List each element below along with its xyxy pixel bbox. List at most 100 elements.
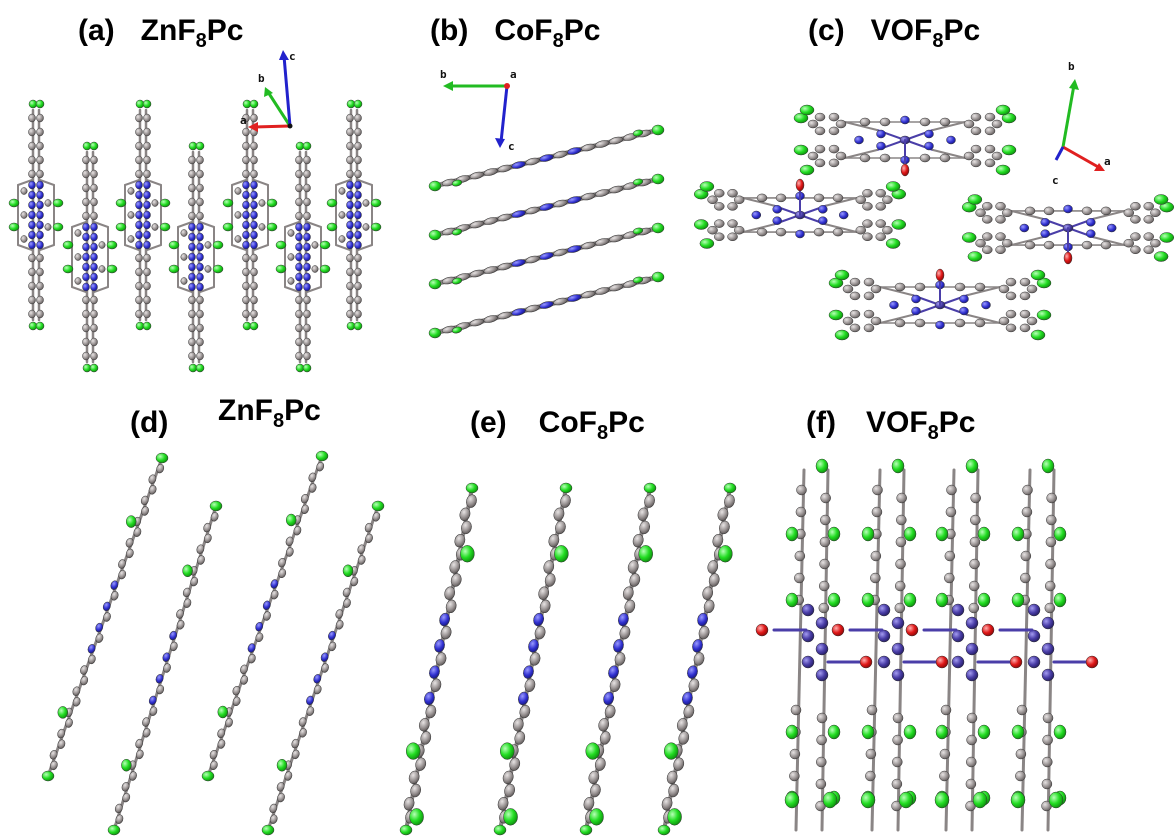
nitrogen-atom [90, 252, 98, 262]
fluorine-atom [460, 545, 475, 563]
carbon-atom [756, 227, 768, 237]
carbon-atom [410, 783, 421, 798]
nitrogen-atom [82, 262, 90, 272]
carbon-atom [287, 229, 295, 237]
carbon-atom [813, 227, 825, 237]
carbon-atom [1041, 778, 1053, 790]
fluorine-atom [785, 526, 799, 542]
carbon-atom [298, 717, 307, 727]
carbon-atom [855, 225, 867, 235]
carbon-atom [343, 598, 351, 608]
carbon-atom [1130, 215, 1141, 224]
fluorine-atom [793, 144, 809, 156]
carbon-atom [346, 155, 354, 165]
nitrogen-atom [196, 252, 204, 262]
carbon-atom [789, 770, 800, 782]
carbon-atom [82, 295, 90, 305]
carbon-atom [80, 665, 88, 675]
oxygen-atom [1009, 655, 1023, 669]
vof8pc-molecule [793, 104, 1017, 177]
fluorine-atom [62, 240, 74, 250]
carbon-atom [544, 573, 556, 587]
carbon-atom [169, 641, 178, 652]
carbon-atom [1020, 572, 1031, 584]
nitrogen-atom [429, 665, 440, 679]
vanadium-atom [815, 668, 829, 682]
carbon-atom [176, 620, 185, 630]
fluorine-atom [115, 198, 127, 208]
fluorine-atom [315, 450, 329, 462]
carbon-atom [242, 281, 250, 291]
panel-b-tag: (b) [430, 14, 468, 47]
axis-b-label-2: b [440, 68, 447, 81]
molecule-column [493, 482, 573, 836]
carbon-atom [36, 113, 44, 123]
carbon-atom [693, 652, 705, 666]
carbon-atom [445, 599, 457, 614]
carbon-atom [483, 217, 498, 225]
carbon-atom [875, 188, 886, 198]
nitrogen-atom [28, 210, 36, 220]
carbon-atom [815, 778, 827, 790]
fluorine-atom [903, 592, 917, 608]
molecule-column [222, 99, 278, 331]
carbon-atom [1005, 277, 1017, 287]
carbon-atom [151, 199, 159, 207]
fluorine-atom [967, 251, 983, 262]
fluorine-atom [41, 770, 55, 782]
carbon-atom [525, 304, 540, 313]
nitrogen-atom [772, 216, 782, 225]
carbon-atom [855, 195, 867, 205]
nitrogen-atom [36, 240, 44, 250]
carbon-atom [895, 558, 906, 570]
fluorine-atom [785, 592, 799, 608]
fluorine-atom [275, 264, 287, 274]
carbon-atom [678, 731, 690, 745]
molecule-stack [428, 222, 665, 290]
nitrogen-atom [924, 129, 934, 139]
carbon-atom [595, 238, 610, 246]
carbon-atom [984, 112, 996, 122]
panel-f-title: (f)VOF8Pc [806, 406, 975, 444]
nitrogen-atom [346, 190, 354, 200]
carbon-atom [118, 559, 126, 569]
nitrogen-atom [82, 222, 90, 232]
carbon-atom [28, 155, 36, 165]
carbon-atom [624, 599, 636, 614]
carbon-atom [217, 739, 226, 749]
nitrogen-atom [354, 190, 362, 200]
carbon-atom [668, 783, 679, 798]
nitrogen-atom [196, 232, 204, 242]
fluorine-atom [1053, 724, 1067, 740]
carbon-atom [354, 169, 362, 179]
nitrogen-atom [250, 200, 258, 210]
fluorine-atom [35, 321, 45, 331]
carbon-atom [362, 199, 370, 207]
carbon-atom [975, 238, 986, 248]
carbon-atom [232, 685, 241, 696]
fluorine-atom [261, 824, 275, 836]
nitrogen-atom [692, 639, 703, 653]
nitrogen-atom [818, 216, 828, 225]
carbon-atom [688, 678, 700, 692]
fluorine-atom [643, 482, 657, 494]
carbon-atom [291, 749, 300, 760]
carbon-atom [940, 704, 952, 716]
carbon-atom [240, 675, 249, 685]
nitrogen-atom [90, 262, 98, 272]
carbon-atom [135, 253, 143, 263]
nitrogen-atom [188, 272, 196, 282]
nitrogen-atom [188, 232, 196, 242]
fluorine-atom [217, 705, 229, 719]
carbon-atom [450, 573, 462, 587]
carbon-atom [865, 748, 877, 760]
nitrogen-atom [36, 180, 44, 190]
carbon-atom [295, 155, 303, 165]
carbon-atom [970, 492, 981, 504]
nitrogen-atom [946, 135, 956, 145]
carbon-atom [875, 219, 886, 228]
carbon-atom [303, 169, 311, 179]
carbon-atom [420, 731, 432, 745]
carbon-atom [242, 141, 250, 151]
